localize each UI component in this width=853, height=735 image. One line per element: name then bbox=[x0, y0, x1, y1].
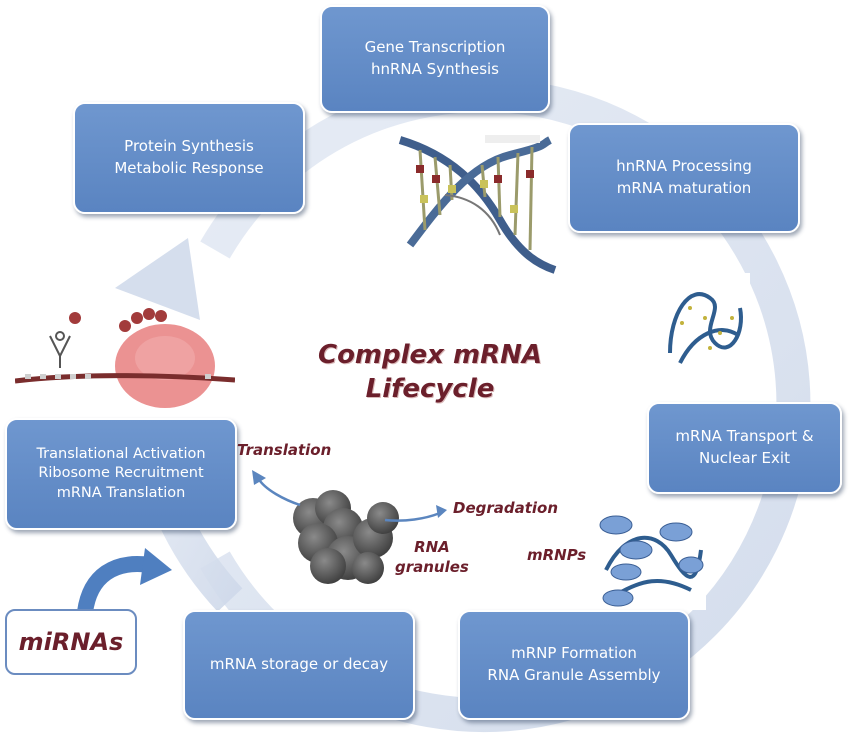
stage-gene-transcription: Gene Transcription hnRNA Synthesis bbox=[320, 5, 550, 113]
rna-granule-cluster-icon bbox=[293, 490, 399, 584]
stage-line: hnRNA Synthesis bbox=[370, 60, 499, 78]
label-mrnps: mRNPs bbox=[527, 546, 587, 564]
stage-mrnp-formation: mRNP Formation RNA Granule Assembly bbox=[458, 610, 690, 720]
stage-line: Translational Activation bbox=[36, 445, 206, 462]
stage-line: hnRNA Processing bbox=[616, 157, 752, 176]
rna-folded-icon bbox=[660, 273, 750, 373]
stage-line: mRNA storage or decay bbox=[209, 655, 389, 674]
stage-line: mRNA maturation bbox=[616, 179, 752, 197]
stage-line: mRNP Formation bbox=[511, 644, 637, 663]
label-degradation: Degradation bbox=[453, 499, 559, 517]
stage-line: Metabolic Response bbox=[114, 159, 264, 177]
mirnas-label: miRNAs bbox=[18, 628, 124, 656]
ribosome-translation-icon bbox=[15, 308, 235, 408]
title-line: Complex mRNA bbox=[317, 340, 542, 370]
stage-line: RNA Granule Assembly bbox=[487, 666, 661, 684]
label-translation: Translation bbox=[237, 441, 332, 459]
title-line: Lifecycle bbox=[365, 374, 495, 404]
mirnas-box: miRNAs bbox=[5, 609, 137, 675]
stage-line: Gene Transcription bbox=[364, 38, 506, 57]
stage-line: mRNA Translation bbox=[56, 484, 186, 501]
stage-protein-synthesis: Protein Synthesis Metabolic Response bbox=[73, 102, 305, 214]
label-rna-granules: RNA granules bbox=[395, 537, 469, 577]
mrnp-complex-icon bbox=[596, 510, 706, 610]
stage-hnrna-processing: hnRNA Processing mRNA maturation bbox=[568, 123, 800, 233]
stage-translational-activation: Translational Activation Ribosome Recrui… bbox=[5, 418, 237, 530]
stage-line: mRNA Transport & bbox=[675, 427, 814, 446]
stage-line: Ribosome Recruitment bbox=[38, 465, 204, 482]
label-line: RNA bbox=[414, 538, 450, 556]
stage-mrna-transport: mRNA Transport & Nuclear Exit bbox=[647, 402, 842, 494]
stage-line: Nuclear Exit bbox=[699, 449, 790, 467]
dna-helix-icon bbox=[398, 135, 557, 274]
stage-mrna-storage: mRNA storage or decay bbox=[183, 610, 415, 720]
stage-line: Protein Synthesis bbox=[124, 137, 254, 156]
label-line: granules bbox=[395, 558, 469, 576]
diagram-title: Complex mRNA Lifecycle bbox=[300, 338, 560, 406]
